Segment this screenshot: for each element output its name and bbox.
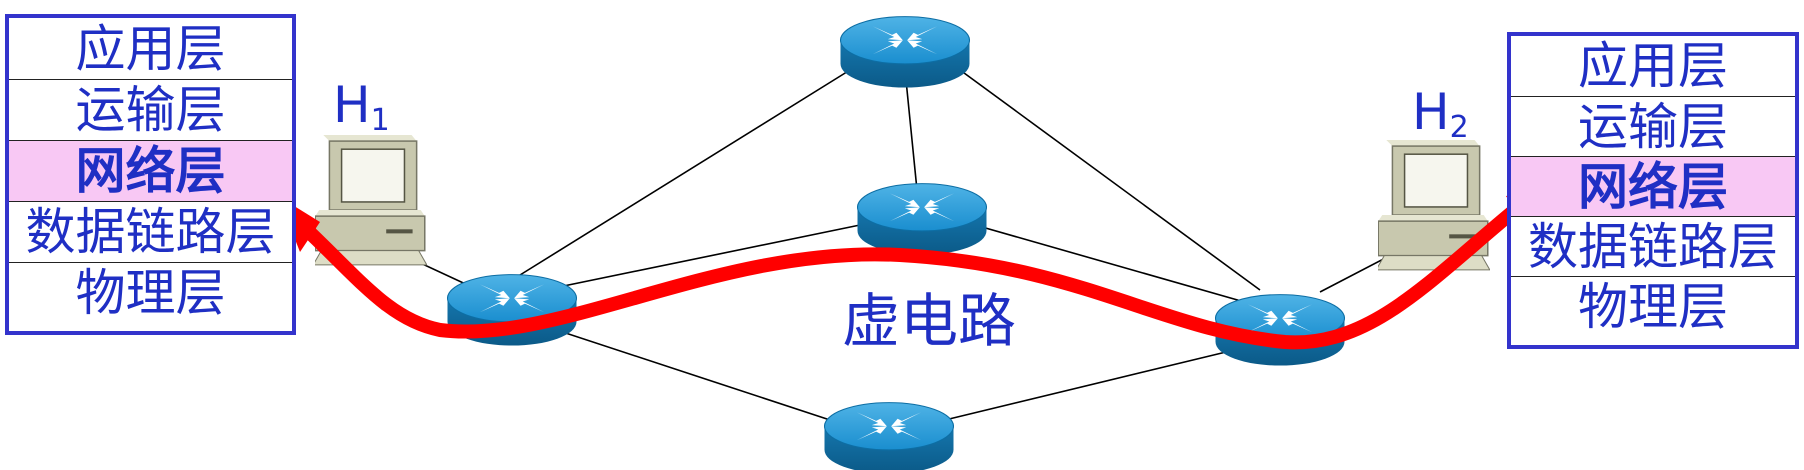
link-routerA-routerBottom (519, 317, 831, 421)
router-middle-icon (857, 183, 987, 256)
virtual-circuit-label: 虚电路 (842, 287, 1017, 355)
right-layer-network: 网络层 (1511, 156, 1795, 216)
left-layer-physical: 物理层 (9, 262, 292, 323)
right-layer-transport: 运输层 (1511, 96, 1795, 156)
host2-letter: H (1412, 83, 1450, 141)
link-routerMid-routerB (974, 224, 1256, 306)
right-protocol-stack: 应用层 运输层 网络层 数据链路层 物理层 (1507, 32, 1799, 349)
left-protocol-stack: 应用层 运输层 网络层 数据链路层 物理层 (5, 14, 296, 335)
router-top-icon (840, 16, 970, 89)
right-layer-datalink: 数据链路层 (1511, 216, 1795, 276)
right-layer-physical: 物理层 (1511, 276, 1795, 336)
router-bottom-icon (824, 402, 954, 470)
host2-label: H2 (1412, 87, 1469, 143)
left-layer-datalink: 数据链路层 (9, 201, 292, 262)
host1-letter: H (333, 76, 371, 134)
left-layer-application: 应用层 (75, 19, 226, 78)
left-layer-transport: 运输层 (9, 79, 292, 140)
left-layer-network: 网络层 (9, 140, 292, 201)
host1-subscript: 1 (370, 103, 390, 138)
host1-label: H1 (333, 80, 390, 136)
link-routerTop-routerB (959, 69, 1261, 291)
link-routerA-routerTop (519, 69, 851, 276)
link-routerA-routerMid (519, 224, 861, 296)
host2-subscript: 2 (1449, 110, 1469, 145)
virtual-circuit-path (298, 203, 1522, 350)
link-routerTop-routerMid (904, 69, 918, 191)
right-layer-application: 应用层 (1578, 37, 1728, 95)
link-routerBottom-routerB (944, 344, 1256, 421)
